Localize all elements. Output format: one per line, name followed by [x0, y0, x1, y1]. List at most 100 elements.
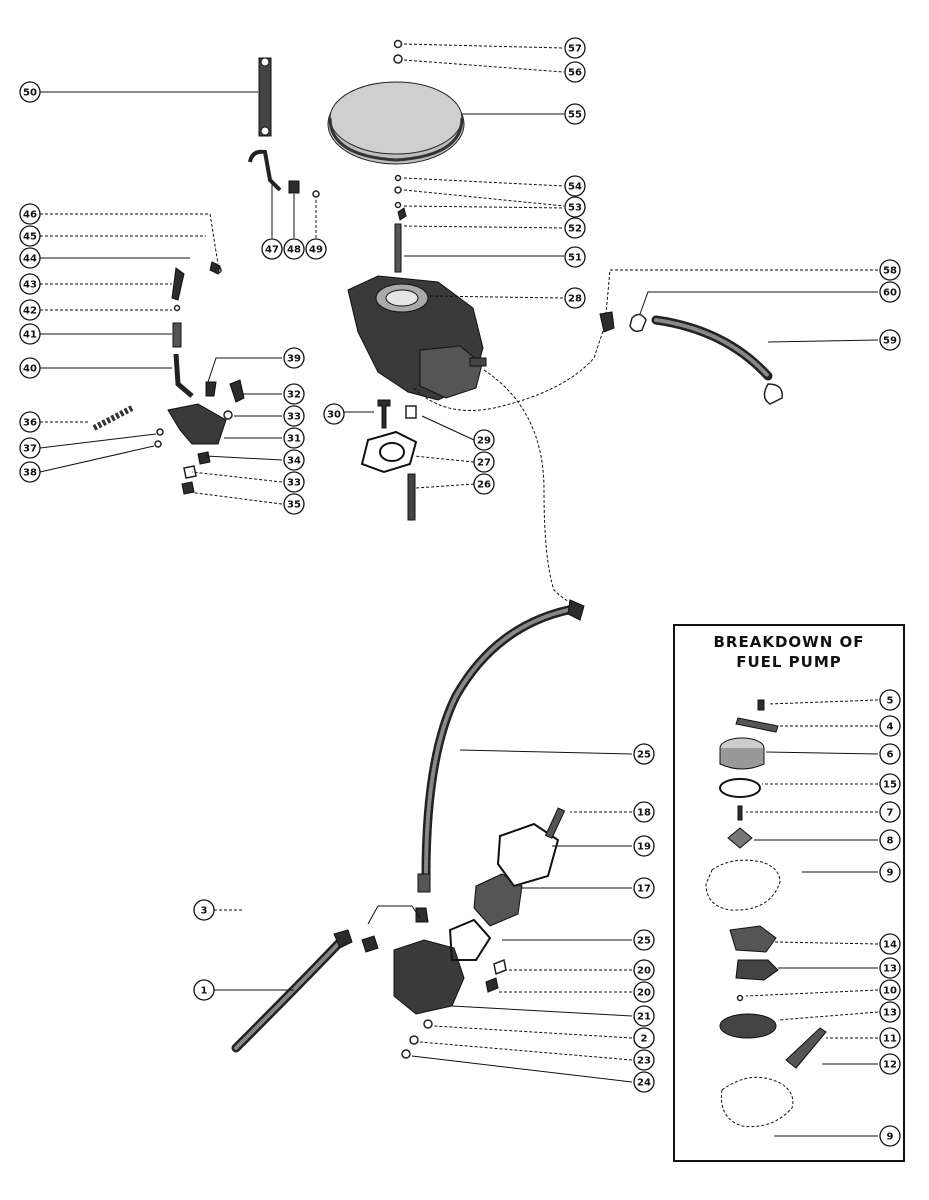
callout-label: 6: [887, 750, 894, 761]
callout-circle: [564, 217, 586, 239]
callout-circle: [193, 899, 215, 921]
callout-label: 21: [637, 1012, 651, 1023]
callout-circle: [633, 801, 655, 823]
callout-52: 52: [564, 217, 586, 239]
callout-label: 39: [287, 354, 301, 365]
callout-label: 18: [637, 808, 651, 819]
callout-label: 33: [287, 478, 301, 489]
callout-circle: [19, 247, 41, 269]
callout-40: 40: [19, 357, 41, 379]
callout-circle: [564, 246, 586, 268]
callout-circle: [879, 1125, 901, 1147]
callout-b7: 7: [879, 801, 901, 823]
callout-circle: [633, 877, 655, 899]
callout-circle: [879, 329, 901, 351]
callout-circle: [879, 829, 901, 851]
callout-48: 48: [283, 238, 305, 260]
callout-20b: 20: [633, 981, 655, 1003]
callout-circle: [19, 299, 41, 321]
callout-label: 42: [23, 306, 37, 317]
callout-circle: [633, 1005, 655, 1027]
callout-circle: [633, 1049, 655, 1071]
callout-circle: [879, 1027, 901, 1049]
throttle-linkage-part: [92, 261, 245, 495]
callout-label: 20: [637, 988, 651, 999]
callout-b4: 4: [879, 715, 901, 737]
callout-circle: [633, 929, 655, 951]
callout-label: 41: [23, 330, 37, 341]
callout-label: 60: [883, 288, 897, 299]
nut-49-part: [312, 190, 320, 198]
callout-label: 40: [23, 364, 37, 375]
callout-circle: [283, 427, 305, 449]
callout-label: 36: [23, 418, 37, 429]
callout-label: 57: [568, 44, 582, 55]
callout-label: 55: [568, 110, 582, 121]
callout-circle: [19, 203, 41, 225]
breakdown-title: BREAKDOWN OF FUEL PUMP: [675, 632, 903, 672]
callout-b9a: 9: [879, 861, 901, 883]
callout-58: 58: [879, 259, 901, 281]
callout-19: 19: [633, 835, 655, 857]
callout-circle: [879, 281, 901, 303]
callout-circle: [305, 238, 327, 260]
callout-label: 32: [287, 390, 301, 401]
callout-1: 1: [193, 979, 215, 1001]
callout-49: 49: [305, 238, 327, 260]
callout-label: 1: [201, 986, 208, 997]
callout-label: 20: [637, 966, 651, 977]
fuel-pump-breakdown-panel: [673, 624, 905, 1162]
callout-circle: [633, 1071, 655, 1093]
breakdown-parts: [705, 699, 827, 1128]
callout-label: 12: [883, 1060, 897, 1071]
callout-label: 2: [641, 1034, 648, 1045]
callout-21: 21: [633, 1005, 655, 1027]
callout-circle: [283, 471, 305, 493]
callout-circle: [879, 259, 901, 281]
callout-circle: [564, 61, 586, 83]
callout-label: 37: [23, 444, 37, 455]
callout-circle: [19, 437, 41, 459]
callout-circle: [879, 715, 901, 737]
callout-label: 3: [201, 906, 208, 917]
callout-label: 8: [887, 836, 894, 847]
callout-18: 18: [633, 801, 655, 823]
callout-b13a: 13: [879, 957, 901, 979]
breakdown-title-line2: FUEL PUMP: [736, 653, 842, 671]
callout-25a: 25: [633, 743, 655, 765]
callout-circle: [879, 689, 901, 711]
callout-label: 29: [477, 436, 491, 447]
clamp-60-part: [629, 313, 647, 333]
callout-circle: [879, 933, 901, 955]
callout-circle: [19, 273, 41, 295]
callout-24: 24: [633, 1071, 655, 1093]
callout-label: 15: [883, 780, 897, 791]
callout-label: 51: [568, 253, 582, 264]
callout-label: 28: [568, 294, 582, 305]
callout-circle: [879, 979, 901, 1001]
callout-circle: [633, 959, 655, 981]
callout-circle: [633, 835, 655, 857]
callout-44: 44: [19, 247, 41, 269]
callout-label: 11: [883, 1034, 897, 1045]
callout-label: 52: [568, 224, 582, 235]
callout-label: 50: [23, 88, 37, 99]
callout-label: 34: [287, 456, 301, 467]
callout-label: 53: [568, 203, 582, 214]
callout-circle: [564, 103, 586, 125]
callout-circle: [473, 473, 495, 495]
callout-54: 54: [564, 175, 586, 197]
callout-50: 50: [19, 81, 41, 103]
callout-circle: [879, 773, 901, 795]
link-47-part: [248, 149, 282, 192]
callout-circle: [19, 225, 41, 247]
callout-circle: [879, 801, 901, 823]
callout-b15: 15: [879, 773, 901, 795]
callout-label: 46: [23, 210, 37, 221]
callout-label: 9: [887, 868, 894, 879]
callout-b8: 8: [879, 829, 901, 851]
callout-label: 38: [23, 468, 37, 479]
callout-circle: [19, 461, 41, 483]
callout-label: 17: [637, 884, 651, 895]
